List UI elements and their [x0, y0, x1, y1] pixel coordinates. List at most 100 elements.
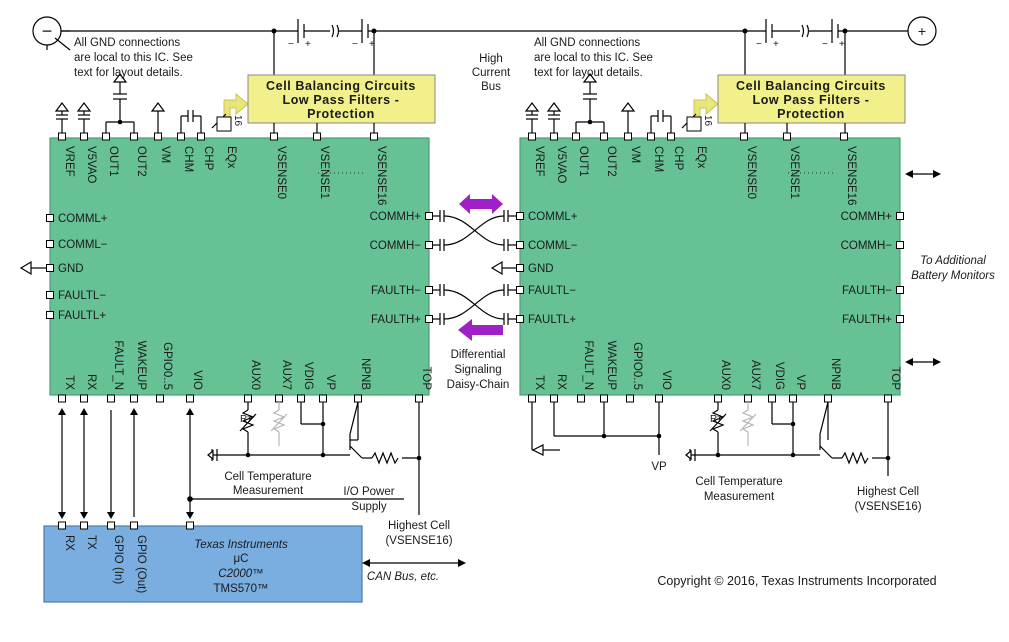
highest-cell-left-1: Highest Cell [388, 520, 450, 532]
ic-left-pin-label-faultl: FAULTL+ [58, 310, 106, 322]
right-aux7-gray-thermistor [739, 402, 757, 446]
daisy-label-2: Signaling [454, 364, 501, 376]
ic-right-pin-box-vsense16 [840, 132, 848, 141]
ic-right-pin-box-npnb [824, 394, 832, 403]
ic-right-pin-label-comml: COMML− [528, 240, 578, 252]
ic-left-pin-label-npnb: NPNB [359, 358, 371, 390]
io-power-2: Supply [351, 501, 386, 513]
ic-right-pin-box-vsense0 [740, 132, 748, 141]
ic-right-pin-box-aux7 [744, 394, 752, 403]
ic-left-pin-box-commh [425, 212, 433, 220]
ic-left-pin-box-faulth [425, 315, 433, 323]
gnd-note-left-1: All GND connections [74, 37, 180, 49]
ic-left-pin-label-commh: COMMH+ [370, 211, 422, 223]
ic-left-pin-label-vsense16: VSENSE16 [375, 146, 387, 205]
ic-left-pin-box-out1 [102, 132, 110, 141]
ic-right-pin-label-chp: CHP [672, 146, 684, 171]
ic-right-pin-box-v5vao [550, 132, 558, 141]
ic-left-pin-box-vsense0 [270, 132, 278, 141]
ic-left-pin-label-out1: OUT1 [107, 146, 119, 177]
gnd-note-left-3: text for layout details. [74, 67, 183, 79]
ic-right-pin-box-vp [789, 394, 797, 403]
ic-right-pin-label-eqx: EQx [695, 146, 707, 169]
ic-right-pin-label-faulth: FAULTH− [842, 285, 892, 297]
mcu-pin-label-rx: RX [63, 535, 75, 551]
ic-right-pin-box-faulth [896, 286, 904, 294]
bus-label-3: Bus [481, 81, 501, 93]
ic-right-pin-box-rx [550, 394, 558, 403]
balancing-right-line-3: Protection [777, 107, 845, 121]
ic-left-pin-label-vsense1: VSENSE1 [318, 146, 330, 199]
balancing-arrow-left [223, 92, 249, 119]
balancing-block-right: Cell Balancing Circuits Low Pass Filters… [681, 74, 906, 129]
gnd-note-right-1: All GND connections [534, 37, 640, 49]
ic-left-pin-box-npnb [354, 394, 362, 403]
bat-minus-mark-2: − [352, 39, 358, 50]
ic-left-pin-box-comml [46, 240, 54, 248]
ic-left-pin-label-vio: VIO [191, 370, 203, 390]
ic-left-pin-box-eqx [216, 116, 232, 132]
ic-right-pin-label-vp: VP [794, 375, 806, 391]
highest-cell-left-2: (VSENSE16) [385, 535, 452, 547]
ic-left-pin-box-gnd [46, 264, 54, 272]
ic-right-pin-box-vref [528, 132, 536, 141]
ic-right-pin-box-vm [624, 132, 632, 141]
ic-right-pin-label-aux0: AUX0 [719, 360, 731, 390]
ic-right-pin-label-vsense0: VSENSE0 [745, 146, 757, 199]
high-current-bus: − + − + − + − + − + High [32, 16, 937, 93]
ic-left-pin-box-vref [58, 132, 66, 141]
bat-minus-mark-4: − [822, 39, 828, 50]
ic-right-pin-label-out1: OUT1 [577, 146, 589, 177]
ic-right-pin-label-vdig: VDIG [773, 362, 785, 390]
ic-left-pin-box-top [415, 394, 423, 403]
ic-right-pin-box-commh [896, 241, 904, 249]
ic-left-pin-box-chm [177, 132, 185, 141]
ic-right-pin-label-vm: VM [629, 146, 641, 163]
ic-right-pin-box-gnd [516, 264, 524, 272]
daisy-label-1: Differential [451, 349, 506, 361]
ic-left [49, 137, 430, 396]
ic-left-pin-label-comml: COMML− [58, 239, 108, 251]
mcu-line-1: Texas Instruments [194, 539, 288, 551]
ic-left-pin-label-faultl: FAULTL− [58, 290, 106, 302]
top-pin-wiring [54, 73, 846, 133]
ic-right-pin-box-eqx [686, 116, 702, 132]
ic-left-pin-label-commh: COMMH− [370, 240, 422, 252]
mcu-line-3: C2000™ [218, 568, 263, 580]
mcu-pin-label-tx: TX [85, 535, 97, 550]
ic-right-pin-box-faulth [896, 315, 904, 323]
ic-right [519, 137, 901, 396]
mcu-line-2: μC [234, 553, 249, 565]
ic-right-pin-label-chm: CHM [652, 146, 664, 172]
vp-label: VP [651, 461, 667, 473]
additional-monitors-arrows [910, 173, 936, 363]
ic-left-pin-box-faultl [46, 311, 54, 319]
ic-right-pin-label-comml: COMML+ [528, 211, 578, 223]
ic-right-pin-box-vsense1 [783, 132, 791, 141]
ic-left-pin-label-chp: CHP [202, 146, 214, 171]
ic-right-pin-box-comml [516, 241, 524, 249]
ic-right-pin-box-out1 [572, 132, 580, 141]
positive-terminal-label: + [918, 23, 926, 39]
ic-right-pin-label-vsense1: VSENSE1 [788, 146, 800, 199]
balancing-left-line-3: Protection [307, 107, 375, 121]
bat-plus-mark-2: + [369, 39, 375, 50]
ic-left-pin-box-vdig [297, 394, 305, 403]
ic-left-pin-label-aux7: AUX7 [280, 360, 292, 390]
mcu-pin-box-gpio-in [107, 521, 115, 530]
ic-left-pin-label-wakeup: WAKEUP [135, 341, 147, 391]
temp-left-1: Cell Temperature [224, 471, 311, 483]
ic-left-pin-box-fault-n [107, 394, 115, 403]
ic-left-pin-label-chm: CHM [182, 146, 194, 172]
ic-left-pin-label-vp: VP [324, 375, 336, 391]
ic-left-pin-label-vdig: VDIG [302, 362, 314, 390]
gnd-note-right-3: text for layout details. [534, 67, 643, 79]
balancing-right-line-2: Low Pass Filters - [752, 93, 869, 107]
ic-left-pin-label-gpio0-5: GPIO0..5 [161, 342, 173, 390]
ic-left-pin-box-aux7 [275, 394, 283, 403]
ic-left-pin-box-out2 [130, 132, 138, 141]
